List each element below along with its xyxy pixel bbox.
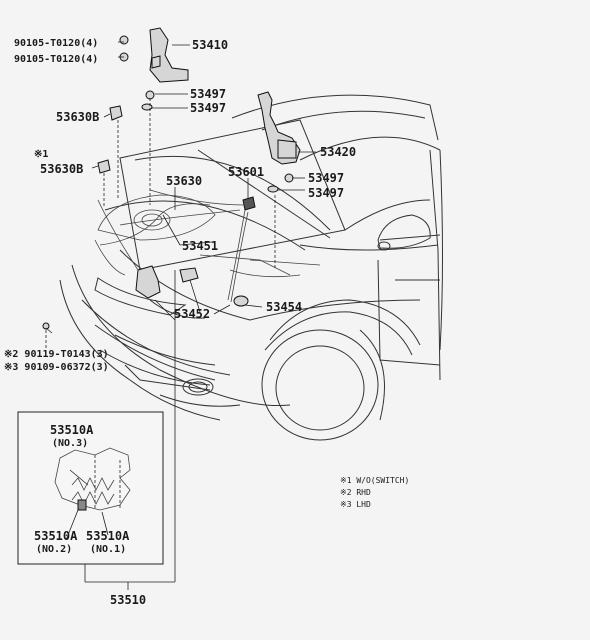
inset-box <box>17 411 164 565</box>
label-53510a-no2: 53510A <box>34 529 78 543</box>
label-53497-d: 53497 <box>308 186 344 200</box>
label-53510: 53510 <box>110 593 146 607</box>
hood-release-cable <box>97 189 249 303</box>
label-53601: 53601 <box>228 165 264 179</box>
legend: ※1 W/O(SWITCH) ※2 RHD ※3 LHD <box>340 476 409 509</box>
label-53420: 53420 <box>320 145 356 159</box>
hood-cushions <box>42 105 256 330</box>
label-53410: 53410 <box>192 38 228 52</box>
label-no2: (NO.2) <box>36 544 72 555</box>
legend-item-2: ※2 RHD <box>340 488 371 497</box>
label-bolt-1: 90105-T0120(4) <box>14 38 98 49</box>
label-bolt-4: ※3 90109-06372(3) <box>4 362 109 373</box>
label-53630: 53630 <box>166 174 202 188</box>
legend-item-3: ※3 LHD <box>340 500 371 509</box>
label-53451: 53451 <box>182 239 218 253</box>
label-53497-b: 53497 <box>190 101 226 115</box>
label-53630b-top: 53630B <box>56 110 99 124</box>
label-53497-c: 53497 <box>308 171 344 185</box>
leader-lines <box>45 41 316 590</box>
label-no3: (NO.3) <box>52 438 88 449</box>
car-body <box>59 94 443 441</box>
label-bolt-2: 90105-T0120(4) <box>14 54 98 65</box>
label-53510a-no3: 53510A <box>50 423 94 437</box>
hood-hinge-right <box>257 91 301 193</box>
label-53452: 53452 <box>174 307 210 321</box>
hood-lock-spring <box>65 469 115 541</box>
label-no1: (NO.1) <box>90 544 126 555</box>
label-53497-a: 53497 <box>190 87 226 101</box>
label-bolt-3: ※2 90119-T0143(3) <box>4 349 109 360</box>
part-labels: 53410 90105-T0120(4) 90105-T0120(4) 5349… <box>4 38 356 607</box>
legend-item-1: ※1 W/O(SWITCH) <box>340 476 409 485</box>
label-53454: 53454 <box>266 300 302 314</box>
label-53630b-mid: 53630B <box>40 162 83 176</box>
label-53510a-no1: 53510A <box>86 529 130 543</box>
hood-hinge-left <box>119 27 189 111</box>
label-mark-1: ※1 <box>34 149 48 160</box>
